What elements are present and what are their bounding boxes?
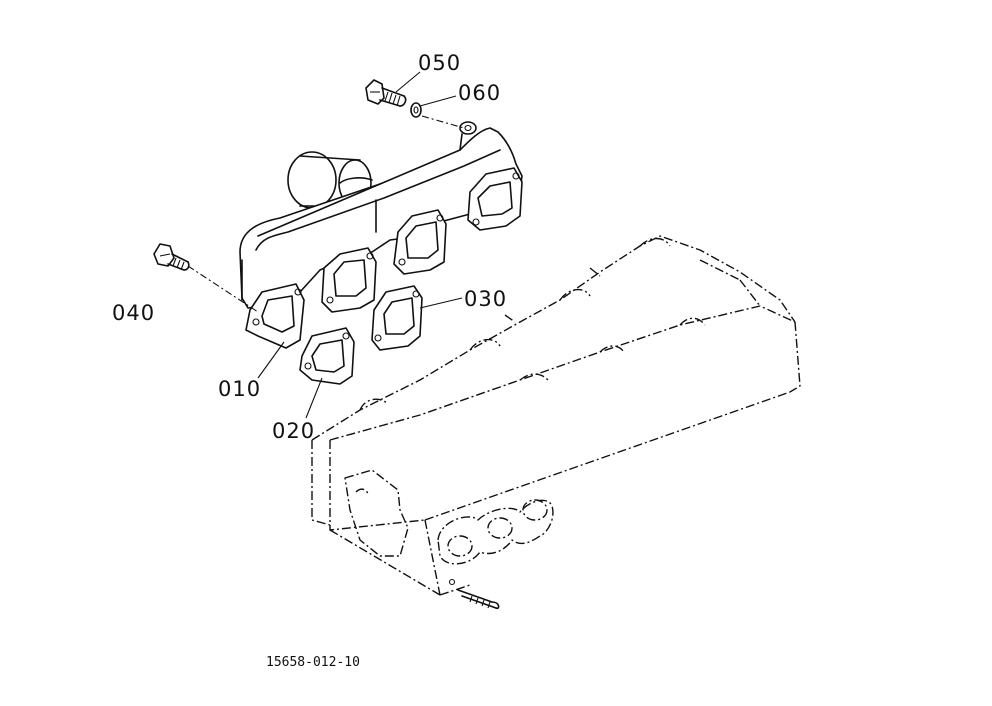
bolt-040-guide-line [187, 265, 259, 313]
stud-bolt [457, 589, 500, 610]
exhaust-manifold [239, 121, 523, 349]
bolt-050 [365, 79, 407, 107]
bolt-040 [153, 243, 190, 271]
callout-020: 020 [272, 419, 315, 443]
bolt-050-guide-line [421, 115, 465, 129]
callout-030: 030 [464, 287, 507, 311]
callout-060: 060 [458, 81, 501, 105]
leader-lines [257, 71, 463, 419]
gasket-020 [299, 327, 355, 385]
callout-010: 010 [218, 377, 261, 401]
washer-060 [410, 102, 422, 118]
drawing-number: 15658-012-10 [266, 655, 360, 670]
callout-050: 050 [418, 51, 461, 75]
cylinder-head [311, 235, 801, 596]
gasket-030 [371, 285, 423, 351]
callout-040: 040 [112, 301, 155, 325]
